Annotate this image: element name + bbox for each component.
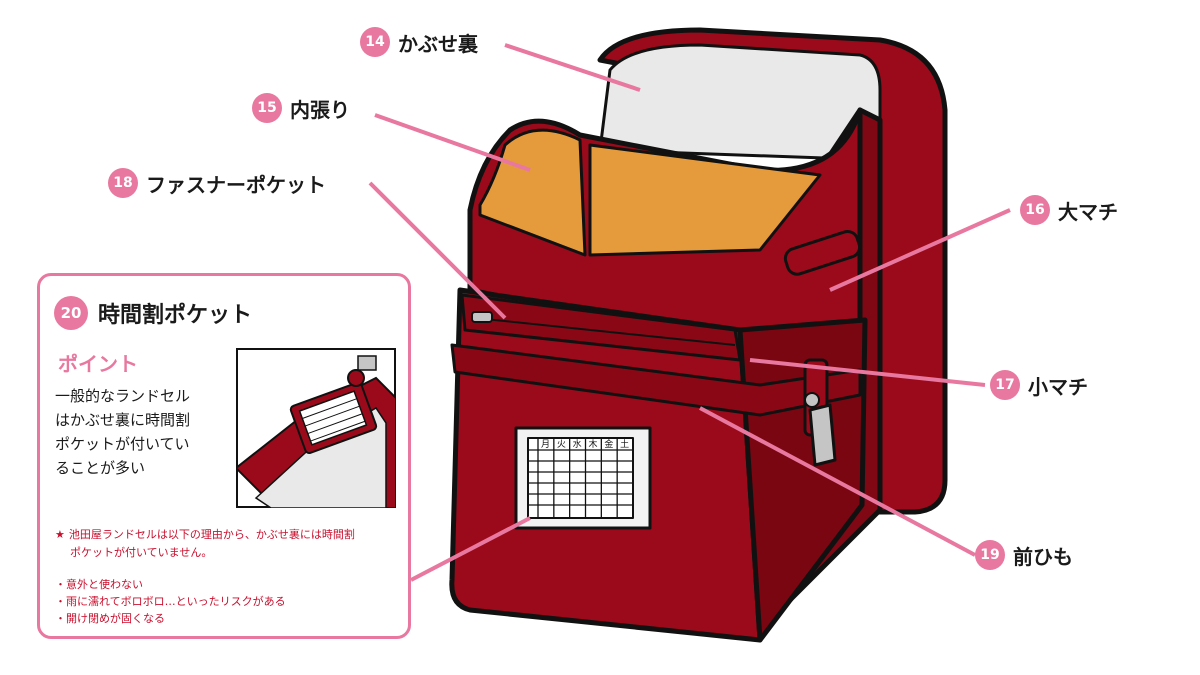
label-text: 内張り — [290, 97, 350, 122]
buckle-ring — [804, 392, 820, 408]
leader-20 — [410, 516, 531, 582]
zipper-line — [474, 317, 736, 346]
note-line-2: ポケットが付いていません。 — [70, 546, 213, 559]
callout-title: 時間割ポケット — [98, 303, 253, 328]
flap-inner — [598, 43, 882, 162]
note-line-1: 池田屋ランドセルは以下の理由から、かぶせ裏には時間割 — [68, 528, 355, 541]
leader-19 — [699, 406, 976, 557]
label-number: 18 — [108, 168, 138, 198]
leader-16 — [829, 208, 1011, 292]
side-hook — [808, 403, 837, 467]
label-15: 15 内張り — [252, 93, 350, 123]
label-19: 19 前ひも — [975, 540, 1073, 570]
label-text: かぶせ裏 — [398, 31, 478, 56]
inner-lining — [478, 128, 822, 257]
label-number: 16 — [1020, 195, 1050, 225]
leader-15 — [374, 113, 531, 172]
reason-item: ・開け閉めが固くなる — [55, 612, 165, 625]
point-line: はかぶせ裏に時間割 — [55, 411, 191, 429]
reason-item: ・雨に濡れてボロボロ…といったリスクがある — [55, 595, 286, 608]
gusset-tab — [783, 229, 862, 276]
small-gusset — [737, 317, 868, 643]
ikedaya-note: ★池田屋ランドセルは以下の理由から、かぶせ裏には時間割 ポケットが付いていません… — [55, 526, 405, 562]
reason-item: ・意外と使わない — [55, 578, 143, 591]
star-icon: ★ — [55, 528, 65, 541]
point-line: ポケットが付いてい — [55, 435, 190, 453]
timetable-day-label: 金 — [604, 438, 613, 450]
label-text: ファスナーポケット — [146, 172, 326, 197]
label-number: 15 — [252, 93, 282, 123]
leader-14 — [504, 43, 641, 92]
label-number: 14 — [360, 27, 390, 57]
point-body: 一般的なランドセル はかぶせ裏に時間割 ポケットが付いてい ることが多い — [55, 384, 225, 480]
front-strap — [450, 343, 862, 417]
label-text: 前ひも — [1013, 544, 1073, 569]
point-line: ることが多い — [55, 459, 146, 477]
label-text: 小マチ — [1028, 374, 1088, 399]
label-number: 17 — [990, 370, 1020, 400]
callout-heading: 20 時間割ポケット — [54, 296, 252, 330]
timetable-pocket-callout: 20 時間割ポケット ポイント 一般的なランドセル はかぶせ裏に時間割 ポケット… — [37, 273, 411, 639]
label-text: 大マチ — [1058, 199, 1118, 224]
timetable-day-label: 火 — [557, 439, 566, 450]
label-17: 17 小マチ — [990, 370, 1088, 400]
timetable-day-label: 水 — [573, 438, 582, 450]
leader-18 — [368, 181, 507, 320]
label-16: 16 大マチ — [1020, 195, 1118, 225]
point-line: 一般的なランドセル — [55, 387, 191, 405]
label-number: 19 — [975, 540, 1005, 570]
timetable-pocket-inset-illustration — [236, 348, 396, 508]
callout-number: 20 — [54, 296, 88, 330]
timetable-day-label: 木 — [589, 438, 598, 450]
leader-17 — [749, 358, 986, 387]
label-14: 14 かぶせ裏 — [360, 27, 478, 57]
front-pocket — [460, 293, 742, 362]
point-title: ポイント — [58, 352, 138, 376]
reason-list: ・意外と使わない ・雨に濡れてボロボロ…といったリスクがある ・開け閉めが固くな… — [55, 576, 286, 627]
label-18: 18 ファスナーポケット — [108, 168, 326, 198]
zipper-pull — [471, 311, 493, 323]
timetable-day-label: 土 — [620, 438, 629, 450]
timetable-day-label: 月 — [541, 439, 550, 450]
